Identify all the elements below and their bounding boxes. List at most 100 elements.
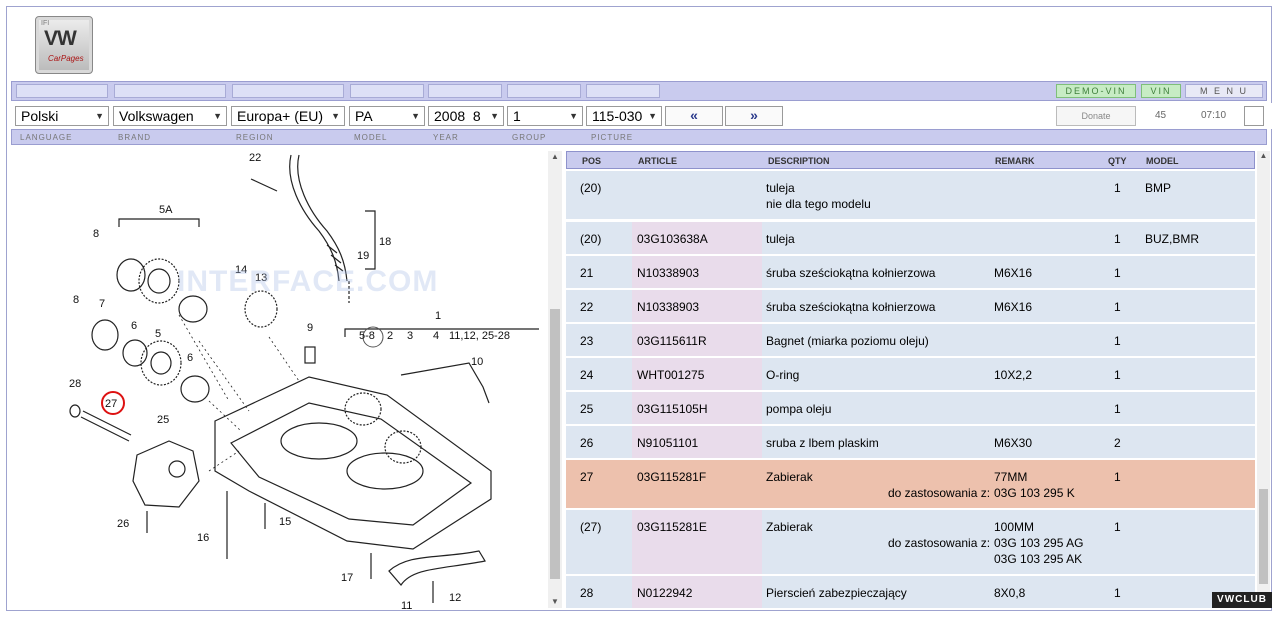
diagram-label: 19 [357, 250, 369, 262]
table-row[interactable]: 26 N91051101 sruba z lbem plaskim M6X30 … [566, 426, 1255, 460]
col-description: DESCRIPTION [768, 156, 830, 166]
row-pos: (20) [580, 232, 602, 246]
table-row[interactable]: 25 03G115105H pompa oleju 1 [566, 392, 1255, 426]
row-desc: śruba sześciokątna kołnierzowa [766, 300, 936, 314]
diagram-scrollbar[interactable]: ▲ ▼ [548, 151, 562, 608]
donate-button[interactable]: Donate [1056, 106, 1136, 126]
previous-picture-button[interactable]: « [665, 106, 723, 126]
row-qty: 2 [1114, 436, 1121, 450]
vin-button[interactable]: VIN [1141, 84, 1181, 98]
row-article[interactable]: 03G115105H [637, 402, 708, 416]
row-article[interactable]: N91051101 [637, 436, 699, 450]
row-desc: O-ring [766, 368, 800, 382]
table-row[interactable]: (20) tuleja nie dla tego modelu 1 BMP [566, 171, 1255, 221]
row-desc: Zabierak [766, 470, 813, 484]
oil-pump-25 [132, 440, 200, 508]
row-desc: sruba z lbem plaskim [766, 436, 879, 450]
chevron-down-icon: ▼ [95, 111, 104, 121]
table-row[interactable]: 28 N0122942 Pierscień zabezpieczający 8X… [566, 576, 1255, 608]
row-article[interactable]: 03G115611R [637, 334, 707, 348]
table-row-selected[interactable]: 27 03G115281F Zabierak 77MM do zastosowa… [566, 460, 1255, 510]
row-remark: 77MM [994, 470, 1028, 484]
diagram-label: 9 [307, 322, 313, 334]
table-scrollbar[interactable]: ▲ [1257, 151, 1270, 608]
language-select[interactable]: Polski▼ [15, 106, 109, 126]
table-row[interactable]: 22 N10338903 śruba sześciokątna kołnierz… [566, 290, 1255, 324]
row-pos: (27) [580, 520, 602, 534]
group-select[interactable]: 1▼ [507, 106, 583, 126]
diagram-label: 7 [99, 298, 105, 310]
row-remark: M6X30 [994, 436, 1033, 450]
highlight-circle-27[interactable] [101, 391, 125, 415]
diagram-watermark: INTERFACE.COM [177, 265, 439, 298]
shaft-b [346, 452, 424, 490]
row-model: BUZ,BMR [1145, 232, 1199, 246]
row-article[interactable]: N10338903 [637, 266, 700, 280]
scroll-up-icon[interactable]: ▲ [551, 152, 559, 161]
scroll-thumb[interactable] [550, 309, 560, 579]
ring-6c [180, 375, 210, 403]
scroll-thumb[interactable] [1259, 489, 1268, 584]
diagram-label: 4 [433, 330, 439, 342]
diagram-label: 25 [157, 414, 169, 426]
next-picture-button[interactable]: » [725, 106, 783, 126]
year-select[interactable]: 2008 8▼ [428, 106, 504, 126]
gear-housing-b [384, 430, 422, 464]
region-select[interactable]: Europa+ (EU)▼ [231, 106, 345, 126]
demo-vin-button[interactable]: DEMO-VIN [1056, 84, 1136, 98]
brand-select[interactable]: Volkswagen▼ [113, 106, 227, 126]
time-text: 07:10 [1201, 110, 1227, 121]
diagram-label: 6 [187, 352, 193, 364]
diagram-label: 13 [255, 272, 267, 284]
pump-bore [168, 460, 186, 478]
row-article[interactable]: WHT001275 [637, 368, 705, 382]
scroll-down-icon[interactable]: ▼ [551, 597, 559, 606]
year-value: 2008 8 [434, 108, 481, 124]
model-select[interactable]: PA▼ [349, 106, 425, 126]
table-row[interactable]: 24 WHT001275 O-ring 10X2,2 1 [566, 358, 1255, 392]
scroll-up-icon[interactable]: ▲ [1259, 151, 1268, 160]
picture-select[interactable]: 115-030▼ [586, 106, 662, 126]
row-pos: 24 [580, 368, 594, 382]
menu-button[interactable]: M E N U [1185, 84, 1263, 98]
label-model: MODEL [354, 133, 388, 142]
row-desc: Bagnet (miarka poziomu oleju) [766, 334, 929, 348]
table-row[interactable]: 23 03G115611R Bagnet (miarka poziomu ole… [566, 324, 1255, 358]
diagram-label: 11 [401, 600, 412, 611]
row-article[interactable]: 03G115281F [637, 470, 707, 484]
chevron-down-icon: ▼ [569, 111, 578, 121]
article-cell [632, 324, 762, 356]
row-desc: tuleja [766, 181, 795, 195]
diagram-label: 6 [131, 320, 137, 332]
table-row[interactable]: 21 N10338903 śruba sześciokątna kołnierz… [566, 256, 1255, 290]
checkbox-square[interactable] [1244, 106, 1264, 126]
diagram-label: 5 [155, 328, 161, 340]
toolbar-slot-group [507, 84, 581, 98]
table-row[interactable]: (27) 03G115281E Zabierak 100MM do zastos… [566, 510, 1255, 576]
row-article[interactable]: 03G115281E [637, 520, 707, 534]
diagram-label: 1 [435, 310, 441, 322]
parts-diagram[interactable]: 22 5A 8 18 19 14 13 8 7 6 5 6 9 1 11,12,… [9, 151, 539, 611]
article-cell [632, 576, 762, 608]
table-row[interactable]: (20) 03G103638A tuleja 1 BUZ,BMR [566, 222, 1255, 256]
vw-carpages-logo[interactable]: IFI VW CarPages [35, 16, 93, 74]
callout-circle-5-8 [362, 326, 384, 348]
parts-table: POS ARTICLE DESCRIPTION REMARK QTY MODEL… [566, 151, 1255, 608]
row-remark: 100MM [994, 520, 1035, 534]
bracket-1 [344, 328, 539, 337]
label-group: GROUP [512, 133, 547, 142]
article-cell [632, 392, 762, 424]
row-article[interactable]: N0122942 [637, 586, 693, 600]
col-model: MODEL [1146, 156, 1179, 166]
row-pos: 27 [580, 470, 594, 484]
toolbar-slot-brand [114, 84, 226, 98]
row-article[interactable]: 03G103638A [637, 232, 708, 246]
row-remark: M6X16 [994, 266, 1033, 280]
row-model: BMP [1145, 181, 1172, 195]
diagram-label: 5A [159, 204, 173, 216]
row-qty: 1 [1114, 520, 1121, 534]
row-qty: 1 [1114, 266, 1121, 280]
dipstick-clip [326, 244, 344, 272]
selector-row: Polski▼ Volkswagen▼ Europa+ (EU)▼ PA▼ 20… [7, 103, 1273, 129]
row-article[interactable]: N10338903 [637, 300, 700, 314]
